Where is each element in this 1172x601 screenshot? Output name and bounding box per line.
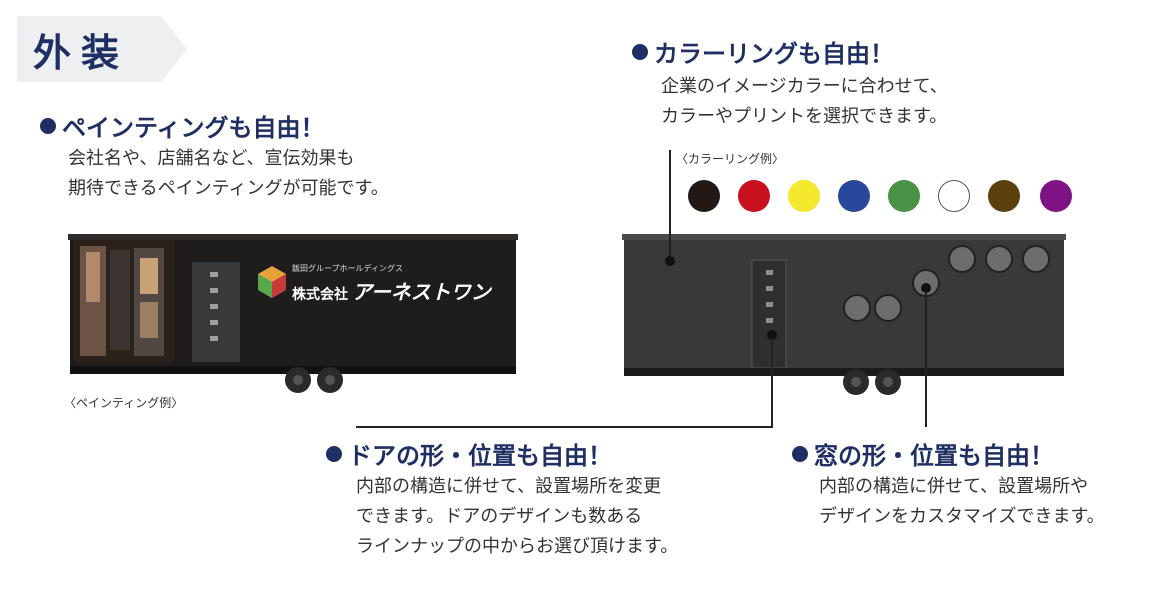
door-heading: ドアの形・位置も自由！ xyxy=(326,436,612,471)
color-swatch xyxy=(838,180,870,212)
bullet-dot-icon xyxy=(632,44,648,60)
coloring-leader-dot xyxy=(665,256,675,266)
painting-heading: ペインティングも自由！ xyxy=(40,108,325,143)
coloring-heading: カラーリングも自由！ xyxy=(632,34,894,69)
color-swatch xyxy=(888,180,920,212)
coloring-description: 企業のイメージカラーに合わせて、 カラーやプリントを選択できます。 xyxy=(661,76,948,127)
window-leader-line xyxy=(925,291,927,427)
bullet-dot-icon xyxy=(40,118,56,134)
window-description: 内部の構造に併せて、設置場所や デザインをカスタマイズできます。 xyxy=(819,476,1105,527)
door-leader-line-horizontal xyxy=(356,426,773,428)
painting-description: 会社名や、店舗名など、宣伝効果も 期待できるペインティングが可能です。 xyxy=(68,148,389,199)
painting-caption: 〈ペインティング例〉 xyxy=(64,396,184,410)
door-description: 内部の構造に併せて、設置場所を変更 できます。ドアのデザインも数ある ラインナッ… xyxy=(356,476,679,557)
bullet-dot-icon xyxy=(326,446,342,462)
section-tab xyxy=(17,16,187,82)
painted-trailer-image xyxy=(68,234,518,393)
bullet-dot-icon xyxy=(792,446,808,462)
color-swatch xyxy=(738,180,770,212)
door-leader-dot xyxy=(767,330,777,340)
section-title: 外装 xyxy=(33,31,130,75)
coloring-leader-line xyxy=(669,150,671,260)
color-swatch xyxy=(938,180,970,212)
window-leader-dot xyxy=(921,283,931,293)
logo-group-text: 飯田グループホールディングス xyxy=(292,264,403,273)
color-swatch xyxy=(688,180,720,212)
door-leader-line-vertical xyxy=(771,338,773,428)
coloring-caption: 〈カラーリング例〉 xyxy=(676,152,785,166)
color-swatch xyxy=(788,180,820,212)
window-heading: 窓の形・位置も自由！ xyxy=(792,436,1054,471)
color-swatch xyxy=(988,180,1020,212)
color-swatch xyxy=(1040,180,1072,212)
plain-trailer-image xyxy=(622,234,1066,395)
logo-company-text: 株式会社アーネストワン xyxy=(292,280,491,304)
